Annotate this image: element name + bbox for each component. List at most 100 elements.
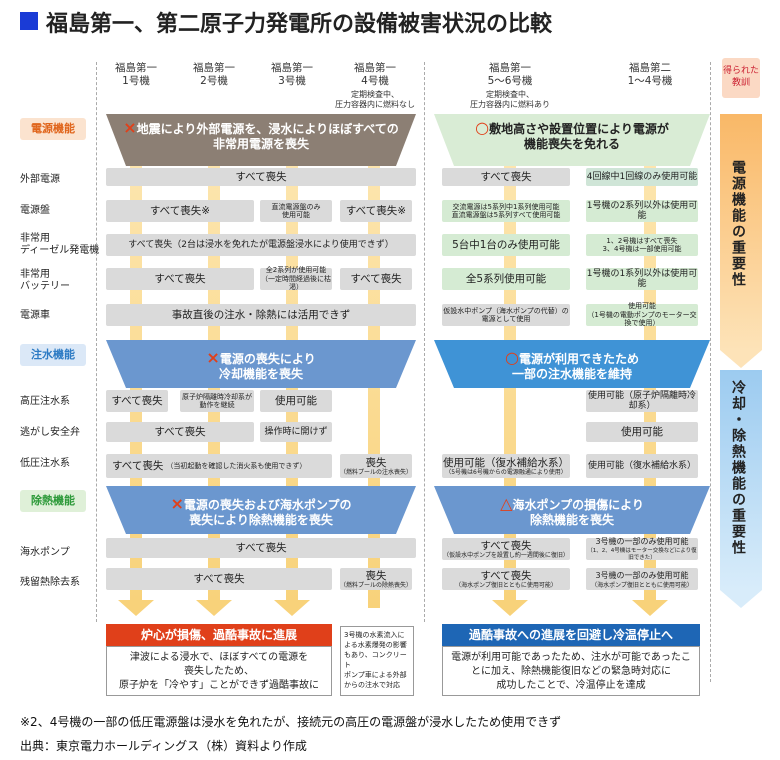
cell-hp-u1: すべて喪失	[106, 390, 168, 412]
cell-rhr-u4: 喪失（燃料プールの除熱喪失）	[340, 568, 412, 590]
power-left-text: ×地震により外部電源を、浸水によりほぼすべての 非常用電源を喪失	[106, 114, 416, 152]
cell-pump-d2: 3号機の一部のみ使用可能 （1、2、4号機はモーター交換などにより復旧できた）	[586, 537, 698, 561]
section-heat-label: 除熱機能	[20, 490, 86, 512]
cell-rhr-d2-text: 3号機の一部のみ使用可能	[595, 570, 689, 580]
lesson-cooling-band	[720, 370, 762, 590]
cell-ext-d2: 4回線中1回線のみ使用可能	[586, 168, 698, 186]
water-left-msg: 電源の喪失により 冷却機能を喪失	[218, 352, 316, 381]
row-label-battery: 非常用 バッテリー	[20, 269, 70, 292]
cell-lp-left-note: （当初起動を確認した消火系も使用できず）	[166, 462, 307, 470]
lessons-header: 得られた 教訓	[722, 58, 760, 98]
cell-hp-u23: 使用可能	[260, 390, 332, 412]
heat-left-text: ×電源の喪失および海水ポンプの 喪失により除熱機能を喪失	[106, 490, 416, 528]
cell-lp-u56-text: 使用可能（復水補給水系）	[443, 456, 569, 469]
section-water-label: 注水機能	[20, 344, 86, 366]
power-left-msg: 地震により外部電源を、浸水によりほぼすべての 非常用電源を喪失	[136, 122, 399, 151]
divider	[424, 62, 425, 622]
heat-right-text: △海水ポンプの損傷により 除熱機能を喪失	[434, 490, 710, 528]
cell-lp-left: すべて喪失（当初起動を確認した消火系も使用できず）	[106, 454, 332, 478]
outcome-right-body: 電源が利用可能であったため、注水が可能であったこ とに加え、除熱機能復旧などの緊…	[442, 646, 700, 696]
row-label-ext: 外部電源	[20, 174, 60, 185]
cell-lp-left-text: すべて喪失	[112, 460, 164, 472]
cell-rhr-d2-note: （海水ポンプ復旧とともに使用可能）	[591, 581, 693, 589]
cell-car-left: 事故直後の注水・除熱には活用できず	[106, 304, 416, 326]
cell-lp-u56: 使用可能（復水補給水系）（5号機は6号機からの電源融通により使用）	[442, 454, 570, 478]
water-right-msg: 電源が利用できたため 一部の注水機能を維持	[511, 352, 639, 381]
outcome-u4-note: 3号機の水素流入に よる水素爆発の影響 もあり、コンクリート ポンプ車による外部…	[340, 626, 414, 696]
cell-srv-left: すべて喪失	[106, 422, 254, 442]
cell-panel-u3: 直流電源盤のみ 使用可能	[260, 200, 332, 222]
fail-mark-icon: ×	[170, 494, 184, 513]
arrow-head-u2	[196, 600, 232, 616]
cell-diesel-u56: 5台中1台のみ使用可能	[442, 234, 570, 256]
arrow-head-u56	[492, 600, 528, 616]
lesson-power-text: 電源機能の重要性	[730, 160, 746, 288]
cell-panel-u12: すべて喪失※	[106, 200, 254, 222]
section-power-label: 電源機能	[20, 118, 86, 140]
cell-lp-d2: 使用可能（復水補給水系）	[586, 454, 698, 478]
cell-lp-u4-text: 喪失	[365, 456, 387, 469]
power-right-msg: 敷地高さや設置位置により電源が 機能喪失を免れる	[489, 122, 669, 151]
lesson-cooling-text: 冷却・除熱機能の重要性	[730, 380, 746, 556]
row-label-panel: 電源盤	[20, 205, 50, 216]
arrow-head-u1	[118, 600, 154, 616]
water-left-funnel	[106, 340, 416, 388]
cell-rhr-u56: すべて喪失（海水ポンプ復旧とともに使用可能）	[442, 568, 570, 590]
lesson-arrow-icon	[720, 590, 762, 608]
footnote: ※2、4号機の一部の低圧電源盤は浸水を免れたが、接続元の高圧の電源盤が浸水したた…	[20, 715, 562, 729]
row-label-car: 電源車	[20, 310, 50, 321]
row-label-hp: 高圧注水系	[20, 396, 70, 407]
col-header-u2: 福島第一 2号機	[193, 62, 235, 87]
source-note: 出典：東京電力ホールディングス（株）資料より作成	[20, 739, 307, 753]
cell-lp-u56-note: （5号機は6号機からの電源融通により使用）	[445, 468, 567, 476]
cell-rhr-left: すべて喪失	[106, 568, 332, 590]
arrow-head-d2	[632, 600, 668, 616]
cell-bat-d2: 1号機の1系列以外は使用可能	[586, 268, 698, 290]
cell-lp-u4: 喪失（燃料プールの注水喪失）	[340, 454, 412, 478]
col-header-u56: 福島第一 5〜6号機	[487, 62, 533, 87]
cell-diesel-left: すべて喪失（2台は浸水を免れたが電源盤浸水により使用できず）	[106, 234, 416, 256]
arrow-head-u3	[274, 600, 310, 616]
cell-bat-u12: すべて喪失	[106, 268, 254, 290]
cell-hp-d2: 使用可能（原子炉隔離時冷却系）	[586, 390, 698, 412]
fail-mark-icon: ×	[123, 118, 137, 137]
title-square-icon	[20, 12, 38, 30]
cell-panel-d2: 1号機の2系列以外は使用可能	[586, 200, 698, 222]
cell-pump-left: すべて喪失	[106, 538, 416, 558]
cell-car-u56: 仮設水中ポンプ（海水ポンプの代替）の 電源として使用	[442, 304, 570, 326]
cell-lp-u4-note: （燃料プールの注水喪失）	[340, 468, 413, 476]
power-right-text: ○敷地高さや設置位置により電源が 機能喪失を免れる	[434, 114, 710, 152]
partial-mark-icon: △	[500, 494, 513, 513]
cell-pump-u56-note: （仮設水中ポンプを設置し約一週間後に復旧）	[443, 551, 569, 559]
cell-pump-u56-text: すべて喪失	[480, 539, 532, 552]
cell-diesel-d2: 1、2号機はすべて喪失 3、4号機は一部使用可能	[586, 234, 698, 256]
cell-panel-u4: すべて喪失※	[340, 200, 412, 222]
heat-left-msg: 電源の喪失および海水ポンプの 喪失により除熱機能を喪失	[183, 498, 352, 527]
power-left-funnel	[106, 114, 416, 166]
cell-pump-d2-note: （1、2、4号機はモーター交換などにより復旧できた）	[587, 548, 697, 561]
row-label-pump: 海水ポンプ	[20, 547, 70, 558]
ok-mark-icon: ○	[475, 118, 490, 137]
cell-bat-u3: 全2系列が使用可能 （一定時間経過後に枯渇）	[260, 266, 332, 292]
row-label-rhr: 残留熱除去系	[20, 577, 80, 588]
cell-rhr-u56-note: （海水ポンプ復旧とともに使用可能）	[455, 581, 557, 589]
outcome-left-heading: 炉心が損傷、過酷事故に進展	[106, 624, 332, 646]
water-right-funnel	[434, 340, 710, 388]
outcome-left-body: 津波による浸水で、ほぼすべての電源を 喪失したため、 原子炉を「冷やす」ことがで…	[106, 646, 332, 696]
cell-rhr-u4-note: （燃料プールの除熱喪失）	[340, 581, 413, 589]
cell-pump-d2-text: 3号機の一部のみ使用可能	[595, 537, 689, 546]
cell-ext-left: すべて喪失	[106, 168, 416, 186]
ok-mark-icon: ○	[505, 348, 519, 367]
cell-pump-u56: すべて喪失（仮設水中ポンプを設置し約一週間後に復旧）	[442, 538, 570, 560]
cell-rhr-u56-text: すべて喪失	[480, 569, 532, 582]
cell-rhr-u4-text: 喪失	[365, 569, 387, 582]
cell-srv-u3: 操作時に開けず	[260, 422, 332, 442]
col-header-u56-note: 定期検査中、 圧力容器内に燃料あり	[470, 90, 550, 109]
col-header-u3: 福島第一 3号機	[271, 62, 313, 87]
cell-bat-u56: 全5系列使用可能	[442, 268, 570, 290]
page-title: 福島第一、第二原子力発電所の設備被害状況の比較	[46, 12, 553, 37]
heat-right-msg: 海水ポンプの損傷により 除熱機能を喪失	[512, 498, 644, 527]
fail-mark-icon: ×	[206, 348, 220, 367]
row-label-diesel: 非常用 ディーゼル発電機	[20, 233, 100, 256]
lesson-arrow-icon	[720, 350, 762, 368]
